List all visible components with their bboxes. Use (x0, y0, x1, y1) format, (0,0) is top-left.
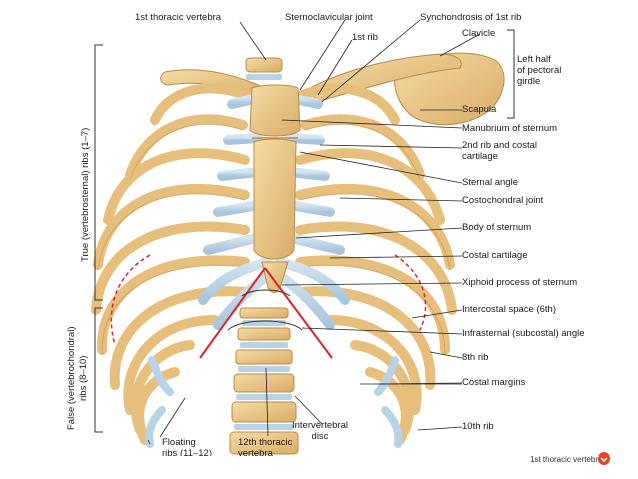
label-xiphoid-process: Xiphoid process of sternum (462, 277, 578, 288)
ribs-right (91, 83, 253, 445)
label-infrasternal-angle: Infrasternal (subcostal) angle (462, 328, 585, 339)
ribs-left (295, 83, 457, 445)
label-10th-rib: 10th rib (462, 421, 494, 432)
label-8th-rib: 8th rib (462, 352, 489, 363)
infrasternal-angle-lines (199, 267, 333, 359)
label-clavicle: Clavicle (462, 28, 496, 39)
label-body-of-sternum: Body of sternum (462, 222, 532, 233)
label-scapula: Scapula (462, 104, 497, 115)
label-intervertebral-disc: Intervertebral disc (292, 420, 348, 442)
label-intercostal-space: Intercostal space (6th) (462, 304, 556, 315)
label-costochondral-joint: Costochondral joint (462, 195, 544, 206)
label-sternal-angle: Sternal angle (462, 177, 518, 188)
sternum (249, 84, 301, 293)
label-1st-rib: 1st rib (352, 32, 378, 43)
label-12th-thoracic-vertebra: 12th thoracic vertebra (238, 437, 293, 459)
dashed-margins (110, 254, 427, 346)
label-2nd-rib: 2nd rib and costal cartilage (462, 140, 537, 162)
label-costal-cartilage: Costal cartilage (462, 250, 528, 261)
cutoff-text: 1st thoracic vertebra (530, 455, 603, 464)
vertebral-column (229, 57, 299, 455)
label-left-half-pectoral-girdle: Left half of pectoral girdle (517, 54, 562, 87)
label-floating-ribs: Floating ribs (11–12) (162, 437, 212, 459)
label-costal-margins: Costal margins (462, 377, 526, 388)
label-manubrium: Manubrium of sternum (462, 123, 558, 134)
slide-corner-icon (598, 453, 610, 465)
bottom-strip (0, 456, 638, 479)
label-synchondrosis-1st-rib: Synchondrosis of 1st rib (420, 12, 522, 23)
costal-cartilages (198, 93, 350, 330)
label-false-ribs: False (vertebrochondral) ribs (8–10) (66, 326, 89, 431)
rib-group-brackets (94, 29, 515, 433)
label-sternoclavicular-joint: Sternoclavicular joint (285, 12, 373, 23)
label-1st-thoracic-vertebra: 1st thoracic vertebra (135, 12, 222, 23)
label-true-ribs: True (vertebrosternal) ribs (1–7) (80, 127, 91, 262)
